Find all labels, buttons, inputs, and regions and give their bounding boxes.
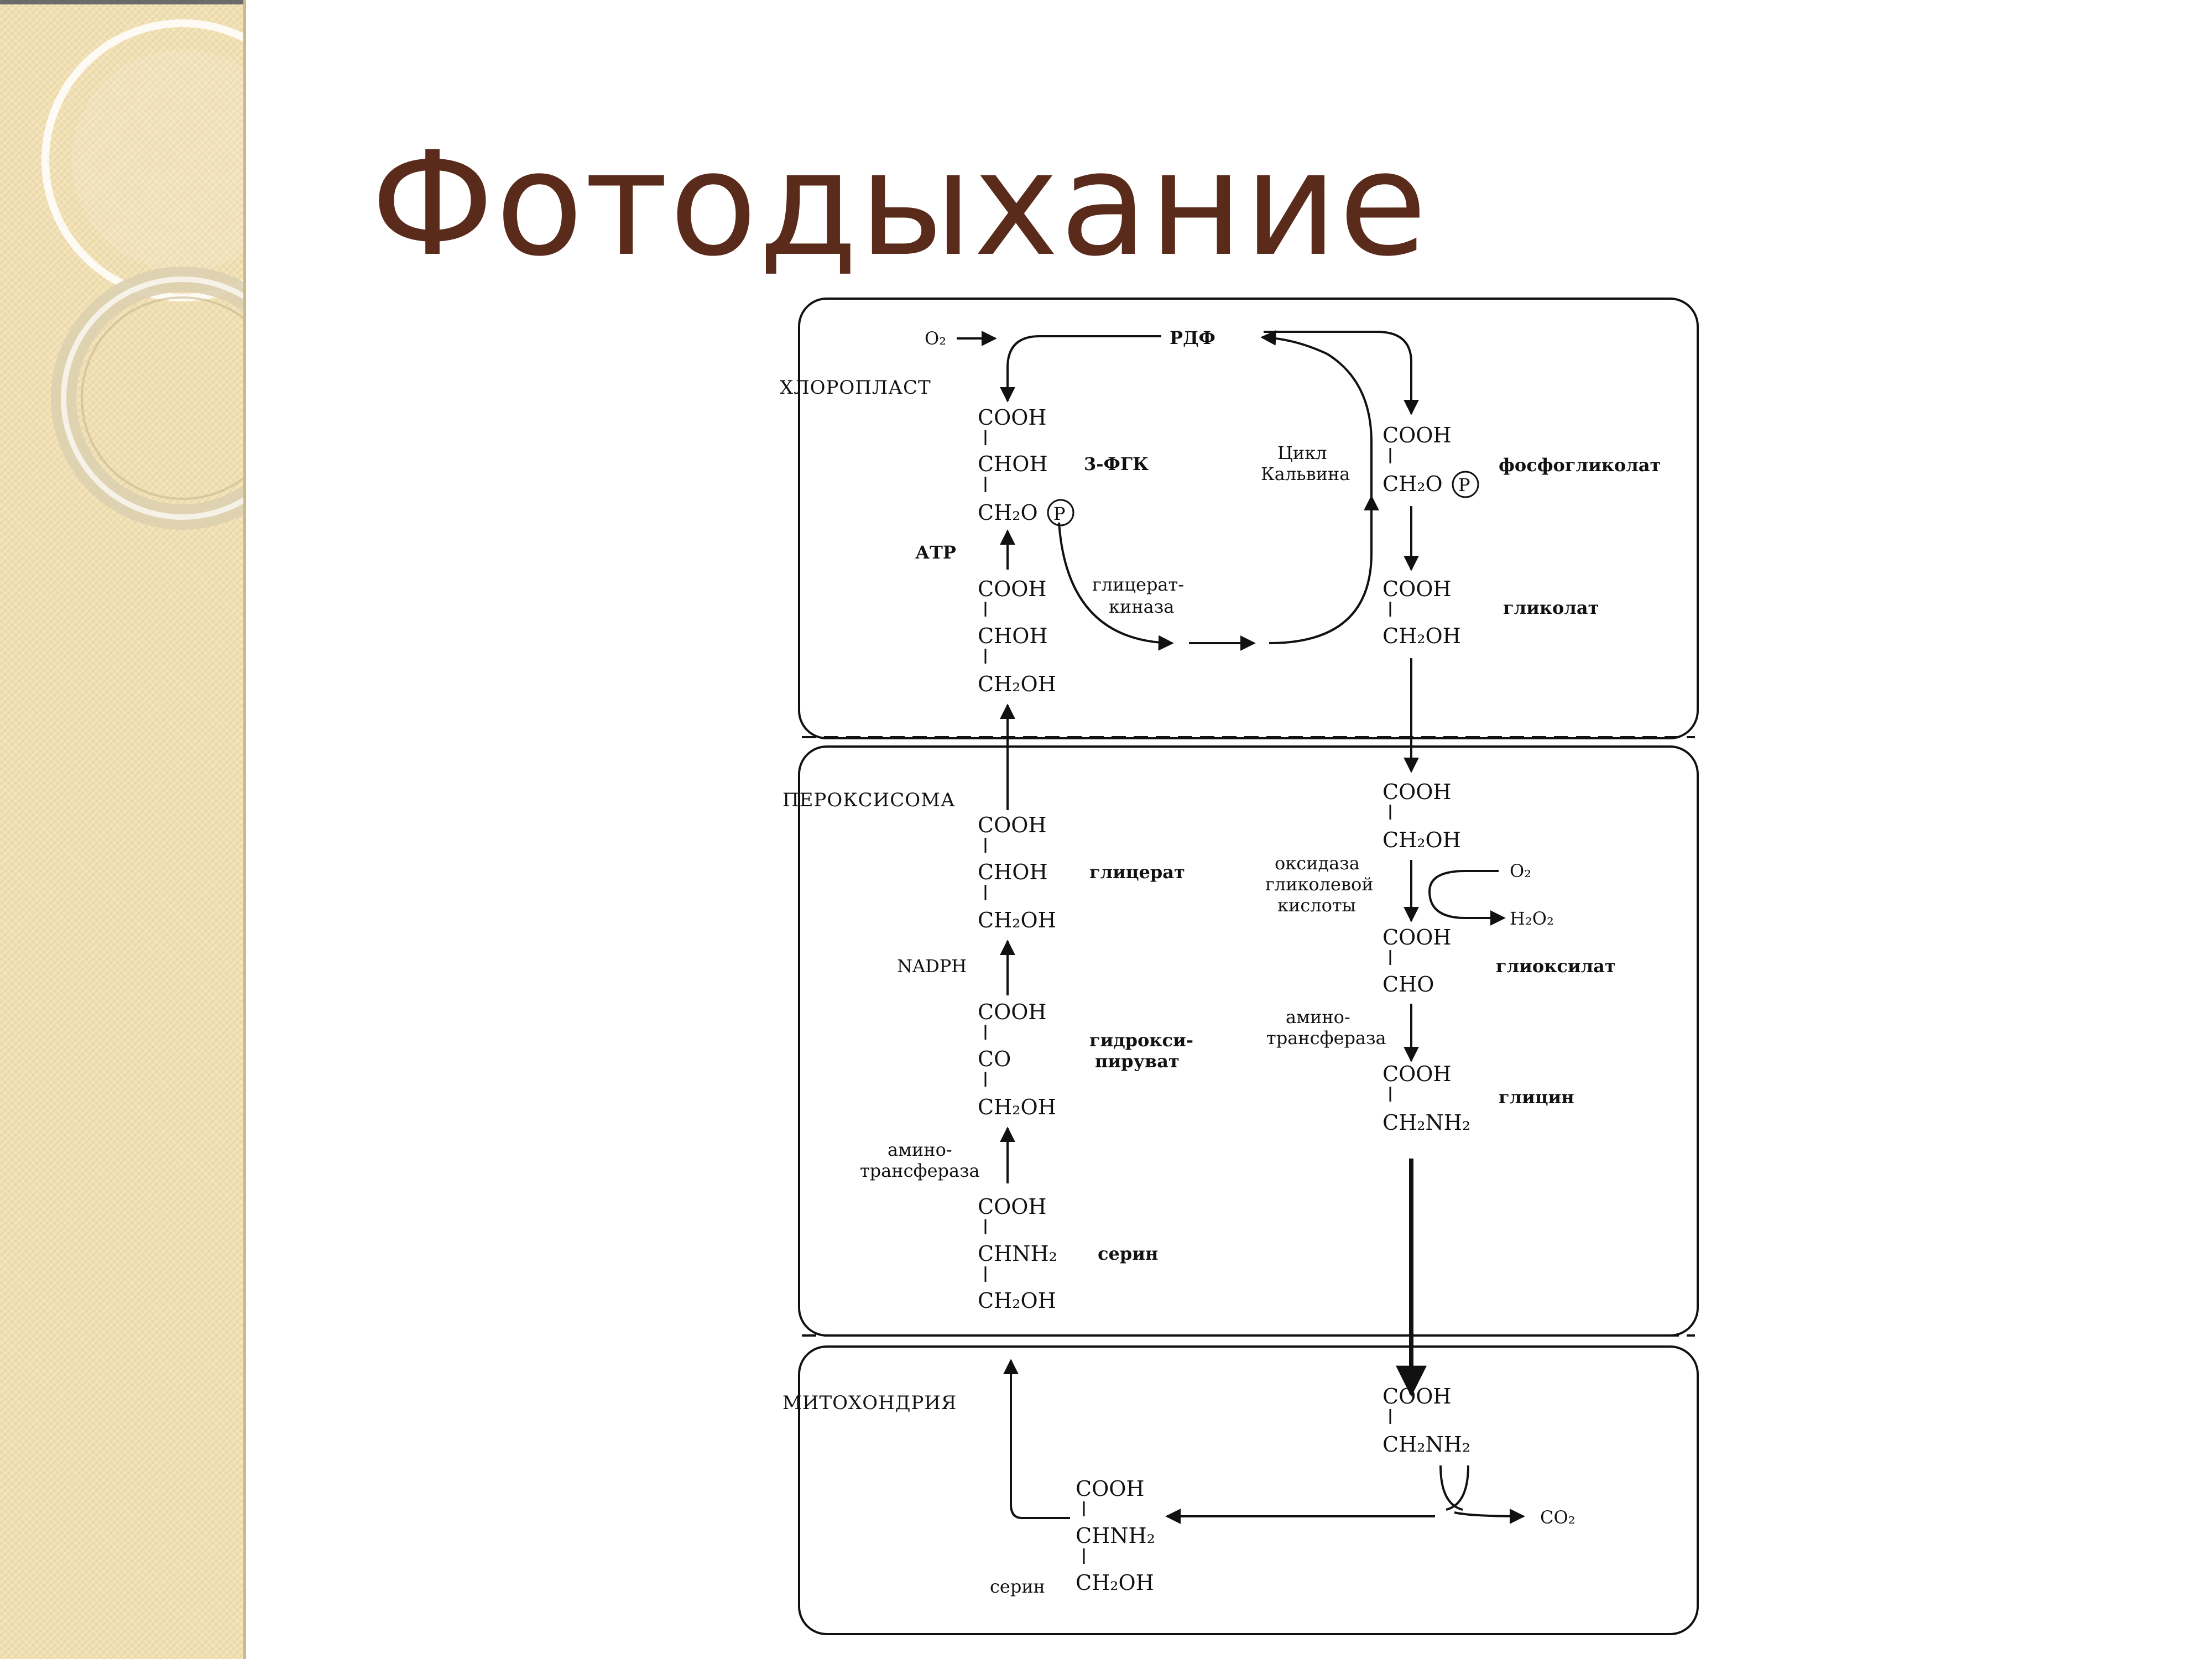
glycine-molecule: COOH CH₂NH₂ — [1383, 1062, 1470, 1135]
serine-transport-arrow — [1003, 1359, 1070, 1519]
chloroplast-label: ХЛОРОПЛАСТ — [780, 377, 931, 399]
svg-text:CHO: CHO — [1383, 972, 1434, 997]
decorative-sidebar — [0, 0, 246, 1659]
svg-text:COOH: COOH — [1383, 780, 1452, 804]
svg-text:CHOH: CHOH — [978, 624, 1048, 648]
svg-text:COOH: COOH — [1076, 1477, 1145, 1501]
calvin-cycle-label: Кальвина — [1261, 463, 1350, 484]
hydroxypyruvate-name: пируват — [1095, 1051, 1180, 1072]
phosphoglycolate-molecule: COOH CH₂O P — [1383, 423, 1479, 498]
o2-h2o2-arrow — [1428, 870, 1506, 926]
svg-text:CH₂NH₂: CH₂NH₂ — [1383, 1432, 1470, 1457]
svg-text:CH₂OH: CH₂OH — [978, 908, 1056, 932]
svg-text:CH₂OH: CH₂OH — [1383, 828, 1461, 852]
svg-text:CHNH₂: CHNH₂ — [978, 1241, 1057, 1266]
chloroplast-compartment — [798, 298, 1699, 739]
svg-text:COOH: COOH — [978, 577, 1047, 601]
svg-text:CHNH₂: CHNH₂ — [1076, 1524, 1155, 1548]
glycolate-molecule: COOH CH₂OH — [1383, 780, 1461, 852]
aminotransferase-label: амино- — [1286, 1006, 1350, 1027]
svg-text:P: P — [1458, 474, 1470, 495]
nadph-label: NADPH — [897, 956, 967, 977]
hydroxypyruvate-molecule: COOH CO CH₂OH — [978, 1000, 1056, 1119]
atp-label: АТР — [915, 542, 956, 563]
oxidase-label: гликолевой — [1265, 874, 1374, 895]
svg-text:COOH: COOH — [978, 405, 1047, 430]
rdf-to-pga-arrow — [1000, 335, 1161, 403]
pga-name: 3-ФГК — [1084, 453, 1149, 474]
glycerate-kinase-label: глицерат- — [1092, 574, 1184, 595]
glycine-name: глицин — [1499, 1087, 1574, 1108]
glycine-molecule: COOH CH₂NH₂ — [1383, 1384, 1470, 1457]
aminotransferase-label: амино- — [888, 1139, 952, 1160]
serine-name: серин — [1098, 1243, 1158, 1264]
h2o2-label: H₂O₂ — [1510, 908, 1554, 929]
svg-text:CH₂OH: CH₂OH — [1383, 624, 1461, 648]
o2-label: O₂ — [925, 328, 946, 349]
glyoxylate-molecule: COOH CHO — [1383, 925, 1452, 997]
svg-text:CH₂NH₂: CH₂NH₂ — [1383, 1110, 1470, 1135]
peroxisome-label: ПЕРОКСИСОМА — [782, 789, 956, 811]
slide-title: Фотодыхание — [371, 121, 1428, 288]
glycolate-name: гликолат — [1503, 597, 1599, 618]
calvin-arrow — [1269, 495, 1379, 644]
svg-text:COOH: COOH — [978, 1000, 1047, 1024]
svg-text:CH₂O: CH₂O — [1383, 472, 1443, 496]
phosphate-circle — [1452, 471, 1479, 498]
serine-molecule: COOH CHNH₂ CH₂OH — [1076, 1477, 1155, 1595]
svg-text:COOH: COOH — [1383, 1062, 1452, 1086]
aminotransferase-label: трансфераза — [860, 1160, 980, 1181]
glyoxylate-name: глиоксилат — [1496, 956, 1616, 977]
rdf-label: РДФ — [1170, 327, 1215, 348]
hydroxypyruvate-name: гидрокси- — [1089, 1030, 1193, 1051]
svg-text:CHOH: CHOH — [978, 860, 1048, 884]
svg-text:CH₂O: CH₂O — [978, 500, 1038, 525]
sidebar-top-bar — [0, 0, 246, 4]
aminotransferase-label: трансфераза — [1266, 1027, 1386, 1048]
photorespiration-diagram: ХЛОРОПЛАСТ ПЕРОКСИСОМА МИТОХОНДРИЯ O₂ РД… — [780, 298, 1699, 1635]
oxidase-label: кислоты — [1277, 895, 1356, 916]
svg-text:CH₂OH: CH₂OH — [978, 672, 1056, 696]
svg-text:COOH: COOH — [1383, 423, 1452, 447]
calvin-cycle-label: Цикл — [1277, 442, 1327, 463]
pga-molecule: COOH CHOH CH₂O P — [978, 405, 1074, 526]
serine-name: серин — [990, 1576, 1045, 1597]
svg-text:CO: CO — [978, 1047, 1011, 1071]
phosphoglycolate-name: фосфогликолат — [1499, 455, 1661, 476]
svg-text:CHOH: CHOH — [978, 452, 1048, 476]
rdf-to-phosphoglycolate-arrow — [1264, 331, 1419, 415]
phosphate-circle — [1047, 499, 1074, 526]
glycolate-molecule: COOH CH₂OH — [1383, 577, 1461, 648]
glycine-brace — [1446, 1465, 1469, 1511]
calvin-return-arrow — [1260, 330, 1373, 500]
svg-text:COOH: COOH — [1383, 925, 1452, 950]
co2-arrow — [1454, 1508, 1525, 1524]
peroxisome-compartment — [798, 745, 1699, 1337]
svg-text:P: P — [1053, 503, 1066, 524]
glycerate-kinase-label: киназа — [1109, 596, 1174, 617]
oxidase-label: оксидаза — [1275, 853, 1360, 874]
svg-text:COOH: COOH — [1383, 577, 1452, 601]
svg-text:CH₂OH: CH₂OH — [978, 1095, 1056, 1119]
glycine-brace — [1439, 1465, 1463, 1511]
svg-text:COOH: COOH — [978, 1194, 1047, 1219]
glycerate-molecule: COOH CHOH CH₂OH — [978, 813, 1056, 932]
kinase-arrow — [1058, 522, 1174, 651]
sidebar-rings-ornament — [41, 19, 246, 530]
mitochondrion-label: МИТОХОНДРИЯ — [782, 1392, 957, 1414]
mitochondrion-compartment — [798, 1345, 1699, 1635]
glycerate-name: глицерат — [1089, 862, 1185, 883]
glycerate-molecule: COOH CHOH CH₂OH — [978, 577, 1056, 696]
sidebar-edge — [243, 0, 246, 1659]
svg-text:CH₂OH: CH₂OH — [978, 1288, 1056, 1313]
svg-text:COOH: COOH — [978, 813, 1047, 837]
co2-label: CO₂ — [1540, 1507, 1575, 1528]
svg-text:CH₂OH: CH₂OH — [1076, 1571, 1154, 1595]
serine-molecule: COOH CHNH₂ CH₂OH — [978, 1194, 1057, 1313]
svg-text:COOH: COOH — [1383, 1384, 1452, 1408]
o2-label: O₂ — [1510, 860, 1531, 881]
